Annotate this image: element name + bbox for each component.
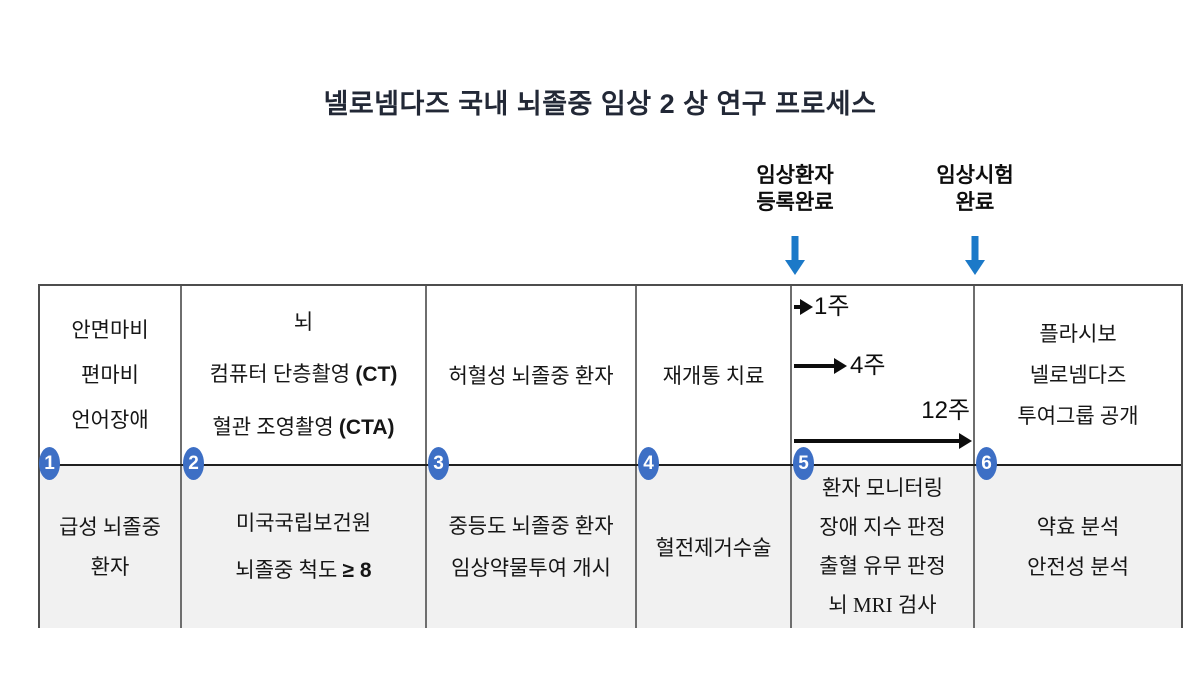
step-number-badge-2: 2 — [183, 447, 204, 480]
cell-step5-bottom: 환자 모니터링 장애 지수 판정 출혈 유무 판정 뇌 MRI 검사 — [792, 466, 975, 628]
cell-line: 뇌졸중 척도 ≥ 8 — [235, 547, 371, 594]
cell-step6-bottom: 약효 분석 안전성 분석 — [975, 466, 1181, 628]
milestone-line: 임상시험 — [936, 164, 1014, 187]
cell-text-ko: 뇌졸중 척도 — [235, 558, 338, 582]
step-number-badge-5: 5 — [793, 447, 814, 480]
right-arrow-icon — [794, 433, 972, 449]
cell-line: 편마비 — [81, 362, 139, 387]
cell-line: 임상약물투여 개시 — [451, 556, 611, 580]
cell-line: 투여그룹 공개 — [1017, 403, 1139, 428]
down-arrow-icon — [785, 236, 805, 275]
cell-line: 환자 모니터링 — [821, 476, 944, 500]
step-number-badge-4: 4 — [638, 447, 659, 480]
table-row-bottom: 급성 뇌졸중 환자 미국국립보건원 뇌졸중 척도 ≥ 8 중등도 뇌졸중 환자 … — [40, 466, 1181, 628]
cell-step4-top: 재개통 치료 — [637, 286, 792, 464]
cell-line: 급성 뇌졸중 — [59, 515, 161, 539]
cell-step6-top: 플라시보 넬로넴다즈 투여그룹 공개 — [975, 286, 1181, 464]
cell-step4-bottom: 혈전제거수술 — [637, 466, 792, 628]
cell-line: 안전성 분석 — [1027, 555, 1129, 579]
cell-line: 플라시보 — [1039, 321, 1117, 346]
week12-label: 12주 — [921, 397, 970, 424]
cell-line: 허혈성 뇌졸중 환자 — [448, 364, 614, 388]
week4-label: 4주 — [850, 352, 886, 379]
page-title: 넬로넴다즈 국내 뇌졸중 임상 2 상 연구 프로세스 — [323, 89, 877, 119]
cell-text-ko: 컴퓨터 단층촬영 — [209, 362, 351, 386]
cell-text-ko: 혈관 조영촬영 — [212, 415, 334, 439]
cell-step2-bottom: 미국국립보건원 뇌졸중 척도 ≥ 8 — [182, 466, 427, 628]
right-arrow-icon — [794, 299, 813, 315]
milestone-line: 임상환자 — [756, 164, 834, 187]
cell-line: 중등도 뇌졸중 환자 — [448, 514, 614, 538]
cell-line: 미국국립보건원 — [235, 511, 372, 535]
cell-text-en: (CT) — [355, 363, 398, 386]
table-row-top: 안면마비 편마비 언어장애 뇌 컴퓨터 단층촬영 (CT) 혈관 조영촬영 (C… — [40, 286, 1181, 466]
cell-step1-top: 안면마비 편마비 언어장애 — [40, 286, 182, 464]
cell-line: 넬로넴다즈 — [1029, 362, 1127, 387]
cell-line: 안면마비 — [71, 317, 149, 342]
process-table: 안면마비 편마비 언어장애 뇌 컴퓨터 단층촬영 (CT) 혈관 조영촬영 (C… — [38, 284, 1183, 628]
cell-line: 컴퓨터 단층촬영 (CT) — [210, 348, 398, 401]
cell-text-en: ≥ 8 — [342, 559, 372, 582]
cell-step5-timeline: 1주 4주 12주 — [792, 286, 975, 464]
milestone-label-trial-complete: 임상시험 완료 — [885, 162, 1065, 216]
milestone-label-patient-enrollment: 임상환자 등록완료 — [705, 162, 885, 216]
cell-line: 뇌 — [293, 310, 314, 334]
cell-step1-bottom: 급성 뇌졸중 환자 — [40, 466, 182, 628]
cell-line: 혈전제거수술 — [655, 536, 772, 560]
cell-line: 뇌 MRI 검사 — [828, 593, 937, 617]
cell-line: 장애 지수 판정 — [819, 515, 946, 539]
cell-line: 약효 분석 — [1036, 515, 1120, 539]
milestone-line: 등록완료 — [756, 191, 834, 214]
cell-text-en: (CTA) — [338, 416, 395, 439]
cell-step3-top: 허혈성 뇌졸중 환자 — [427, 286, 637, 464]
cell-line: 출혈 유무 판정 — [819, 554, 946, 578]
cell-step3-bottom: 중등도 뇌졸중 환자 임상약물투여 개시 — [427, 466, 637, 628]
cell-step2-top: 뇌 컴퓨터 단층촬영 (CT) 혈관 조영촬영 (CTA) — [182, 286, 427, 464]
week1-label: 1주 — [814, 293, 850, 320]
cell-line: 환자 — [90, 555, 130, 579]
cell-line: 혈관 조영촬영 (CTA) — [212, 401, 394, 454]
step-number-badge-1: 1 — [39, 447, 60, 480]
right-arrow-icon — [794, 358, 847, 374]
down-arrow-icon — [965, 236, 985, 275]
step-number-badge-3: 3 — [428, 447, 449, 480]
milestone-line: 완료 — [955, 191, 995, 214]
cell-line: 재개통 치료 — [662, 364, 765, 388]
step-number-badge-6: 6 — [976, 447, 997, 480]
cell-line: 언어장애 — [71, 407, 149, 432]
